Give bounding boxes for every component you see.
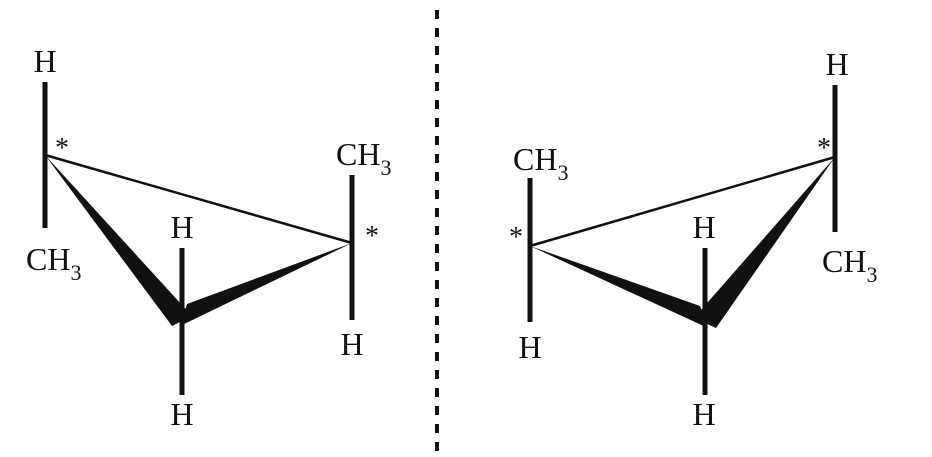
left-front-wedge-2 [180,243,352,326]
atom-ch3-right-of-left: CH3 [336,136,391,180]
right-back-bond [529,155,836,248]
stereocenter-mark-right-2: * [509,222,523,253]
right-front-wedge-2 [694,157,835,328]
left-front-wedge-1 [45,155,192,326]
atom-h-top-right: H [825,46,848,82]
atom-ch3-left: CH3 [26,241,81,285]
atom-ch3-left-of-right: CH3 [513,141,568,185]
atom-h-middle-down-left: H [170,396,193,432]
atom-h-right-of-left: H [340,326,363,362]
stereocenter-mark-left-2: * [365,221,379,252]
right-front-wedge-1 [530,246,708,328]
atom-h-left-of-right: H [518,329,541,365]
stereocenter-mark-left-1: * [55,133,69,164]
atom-h-middle-down-right: H [692,396,715,432]
atom-h-middle-up-right: H [692,209,715,245]
right-molecule: H * CH3 H H CH3 * H [509,46,877,432]
stereocenter-mark-right-1: * [817,133,831,164]
atom-h-middle-up-left: H [170,209,193,245]
atom-ch3-right: CH3 [822,243,877,287]
left-molecule: H * CH3 H H CH3 * H [26,43,391,432]
atom-h-top-left: H [33,43,56,79]
left-back-bond [44,153,353,245]
